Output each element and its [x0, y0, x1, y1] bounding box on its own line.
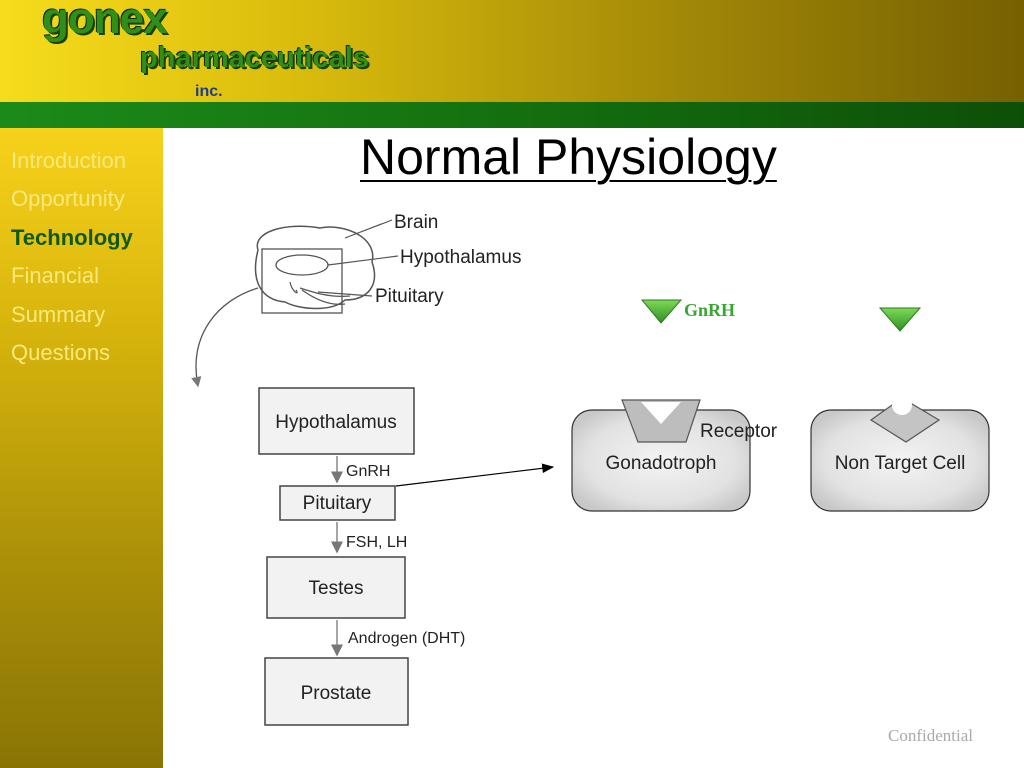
header-green-band — [0, 102, 1024, 128]
flow-box-pituitary — [279, 485, 396, 521]
label-pituitary: Pituitary — [375, 286, 444, 307]
flow-box-pituitary-label: Pituitary — [303, 493, 372, 514]
brain-sketch — [191, 219, 399, 388]
receptor-label: Receptor — [700, 421, 778, 442]
non-target-label: Non Target Cell — [835, 453, 966, 474]
gnrh-label: GnRH — [684, 300, 735, 320]
flow-arrow-fsh-lh-label: FSH, LH — [346, 534, 407, 551]
hormone-flowchart: Hypothalamus GnRH Pituitary FSH, LH Test… — [258, 387, 465, 726]
non-target-receptor-icon — [869, 397, 941, 443]
gnrh-triangle-icon — [640, 299, 683, 324]
flow-box-testes-label: Testes — [309, 578, 364, 599]
sidebar-item-questions[interactable]: Questions — [11, 340, 111, 365]
pituitary-to-cell-arrow — [395, 463, 555, 487]
sidebar-item-opportunity[interactable]: Opportunity — [11, 186, 125, 211]
logo-gonex: gonex — [42, 0, 168, 43]
label-hypothalamus: Hypothalamus — [400, 247, 521, 268]
flow-box-hypothalamus-label: Hypothalamus — [275, 412, 396, 433]
sidebar-item-financial[interactable]: Financial — [11, 263, 100, 288]
flow-box-hypothalamus — [258, 387, 415, 455]
gnrh-triangle-icon-2 — [878, 307, 922, 332]
receptor-triangle-slot-icon — [641, 402, 681, 424]
flow-box-testes — [266, 556, 406, 619]
logo-pharmaceuticals: pharmaceuticals — [140, 42, 369, 74]
header-banner: gonex pharmaceuticals inc. — [0, 0, 1024, 102]
footer-confidential: Confidential — [888, 726, 973, 745]
non-target-receptor-slot-icon — [892, 395, 912, 415]
gonadotroph-label: Gonadotroph — [606, 453, 717, 474]
flow-arrow-gnrh-label: GnRH — [346, 463, 390, 480]
sidebar-item-summary[interactable]: Summary — [11, 302, 106, 327]
label-brain: Brain — [394, 212, 438, 233]
flow-box-prostate — [264, 657, 409, 726]
sidebar-nav: Introduction Opportunity Technology Fina… — [0, 128, 163, 768]
logo-inc: inc. — [195, 83, 223, 100]
flow-arrow-androgen-label: Androgen (DHT) — [348, 630, 465, 647]
sidebar-item-introduction[interactable]: Introduction — [11, 148, 126, 173]
page-title: Normal Physiology — [360, 129, 777, 185]
sidebar-item-technology[interactable]: Technology — [11, 225, 133, 250]
flow-box-prostate-label: Prostate — [301, 683, 372, 704]
